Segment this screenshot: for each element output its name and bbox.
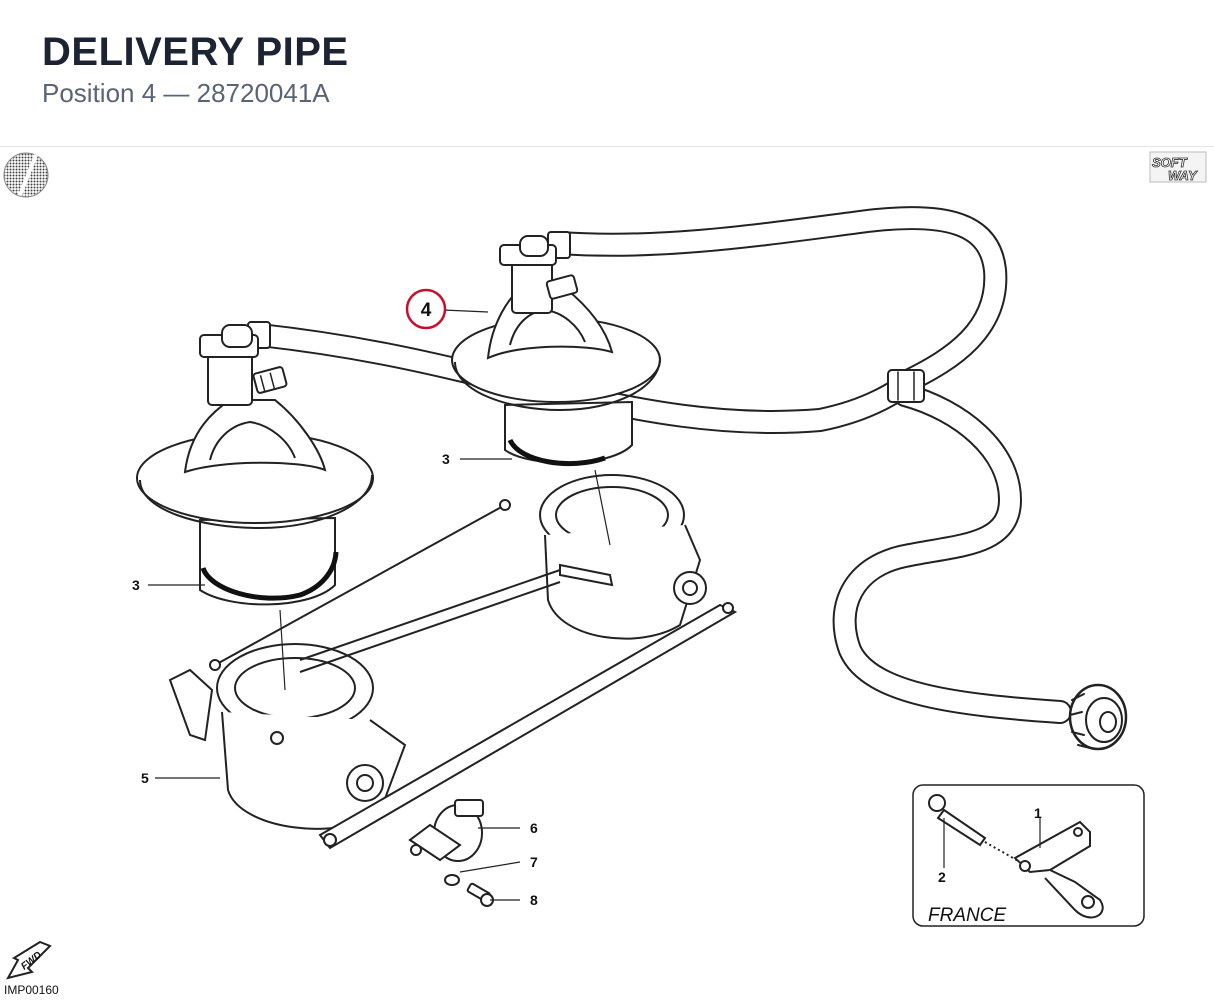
exploded-parts-diagram: SOFT WAY: [0, 147, 1214, 1003]
logo-text-top: SOFT: [1152, 155, 1188, 170]
throttle-body-front: [168, 643, 407, 830]
forward-arrow-icon: FWD: [6, 940, 52, 980]
washer[interactable]: [444, 874, 460, 886]
left-funnel-assembly: [136, 324, 374, 606]
callout-5: 5: [141, 770, 149, 786]
callout-3-left: 3: [132, 577, 140, 593]
screw[interactable]: [466, 882, 494, 907]
delivery-pipe[interactable]: [247, 206, 1128, 751]
header: DELIVERY PIPE Position 4 — 28720041A: [0, 0, 1214, 147]
page-title: DELIVERY PIPE: [42, 30, 349, 74]
callout-3-right: 3: [442, 451, 450, 467]
throttle-position-sensor[interactable]: [408, 799, 484, 862]
softway-logo: SOFT WAY: [1149, 151, 1207, 183]
leader-lines: [148, 309, 611, 901]
manufacturer-logo-icon: [3, 152, 49, 198]
inset-label: FRANCE: [928, 905, 1006, 926]
callout-numbers: 3 3 5 6 7 8: [132, 451, 538, 908]
diagram-canvas: SOFT WAY: [3, 151, 1207, 997]
france-inset: 2 1 FRANCE: [912, 784, 1145, 927]
right-funnel-assembly: [451, 235, 661, 464]
callout-4-label: 4: [421, 300, 432, 321]
fuel-connector-icon: [1068, 683, 1128, 751]
callout-7: 7: [530, 854, 538, 870]
callout-1: 1: [1034, 805, 1042, 821]
image-code: IMP00160: [4, 983, 59, 997]
throttle-linkage: [209, 499, 738, 850]
hose-clamp-right[interactable]: [507, 438, 606, 466]
callout-2: 2: [938, 869, 946, 885]
callout-6: 6: [530, 820, 538, 836]
hose-clamp-left[interactable]: [200, 551, 339, 601]
logo-text-bottom: WAY: [1168, 168, 1198, 183]
callout-8: 8: [530, 892, 538, 908]
callout-4-highlighted[interactable]: 4: [405, 288, 447, 330]
page-subtitle: Position 4 — 28720041A: [42, 78, 330, 108]
throttle-body-rear: [539, 474, 707, 640]
